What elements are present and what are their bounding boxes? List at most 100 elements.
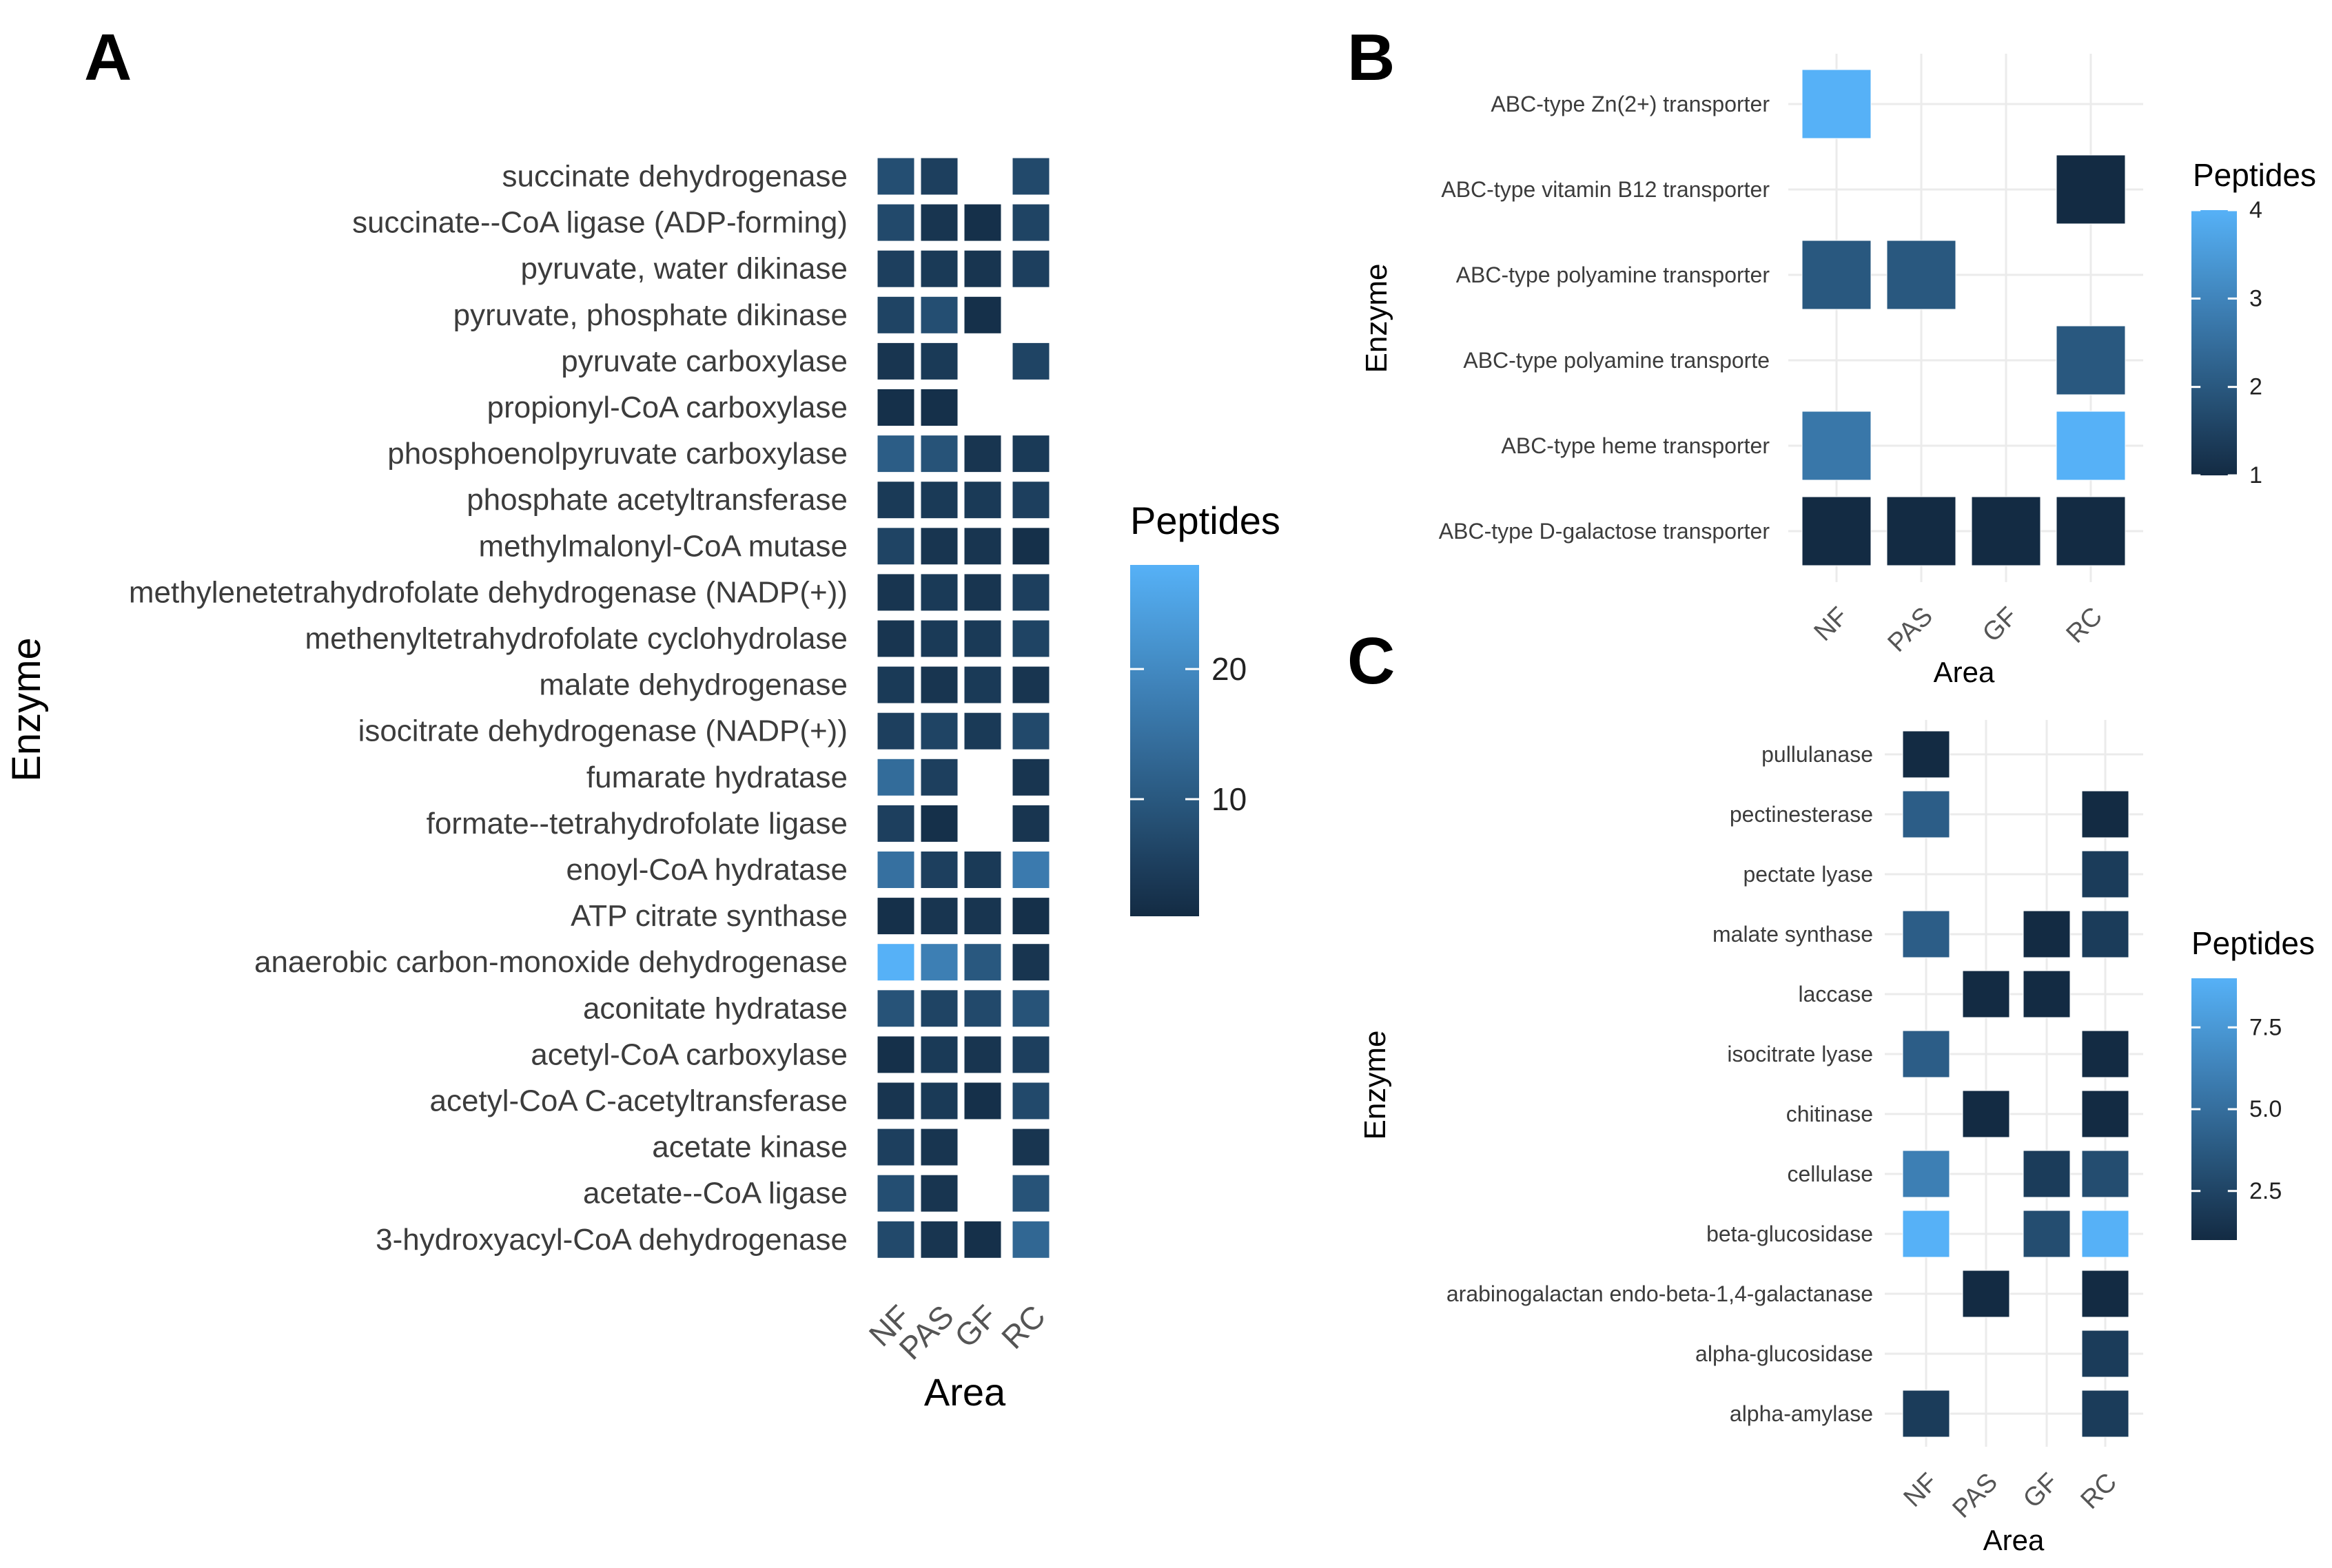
panel-a-y-axis-title: Enzyme [4,637,49,782]
panel-a-cell-succinate-dehydrogenase-nf [877,157,915,196]
panel-b-cell-abc-type-heme-transporter-rc [2056,411,2126,481]
panel-b-y-tick-label: ABC-type heme transporter [1502,433,1770,458]
panel-c-y-tick-label: pectate lyase [1743,862,1873,887]
panel-a-cell-formate-tetrahydrofolate-ligase-pas [920,804,959,843]
panel-a-cell-succinate-coa-ligase-adp-forming-gf [963,203,1002,242]
panel-a-y-tick-label: acetyl-CoA C-acetyltransferase [430,1084,848,1118]
panel-label-c: C [1347,624,1395,698]
panel-a-colorbar [1130,565,1199,916]
panel-b-cell-abc-type-d-galactose-transporter-rc [2056,496,2126,566]
panel-b-y-tick-label: ABC-type vitamin B12 transporter [1441,177,1770,202]
panel-a-cell-enoyl-coa-hydratase-nf [877,851,915,889]
panel-a-y-tick-label: isocitrate dehydrogenase (NADP(+)) [358,714,848,748]
panel-a-cell-methylmalonyl-coa-mutase-nf [877,527,915,566]
panel-c-y-axis-title: Enzyme [1358,1031,1392,1140]
panel-a-y-tick-label: fumarate hydratase [586,761,848,794]
panel-c-y-tick-label: laccase [1799,982,1874,1007]
panel-b-y-tick-label: ABC-type Zn(2+) transporter [1491,92,1770,116]
panel-a-y-tick-label: methylenetetrahydrofolate dehydrogenase … [129,575,848,609]
panel-b-y-tick-label: ABC-type polyamine transporte [1463,348,1770,373]
panel-a-cell-methenyltetrahydrofolate-cyclohydrolase-nf [877,619,915,658]
panel-c-x-tick-label: RC [2076,1467,2123,1515]
panel-a-cell-phosphate-acetyltransferase-pas [920,481,959,519]
panel-c-cell-chitinase-rc [2081,1090,2129,1138]
panel-a-cell-aconitate-hydratase-gf [963,989,1002,1028]
panel-a-x-tick-label: GF [948,1298,1004,1354]
panel-a-y-tick-label: phosphate acetyltransferase [467,483,848,517]
panel-a-cell-fumarate-hydratase-nf [877,758,915,796]
panel-a-y-tick-label: succinate--CoA ligase (ADP-forming) [352,206,848,240]
panel-a-cell-enoyl-coa-hydratase-gf [963,851,1002,889]
panel-c-legend-tick-label: 7.5 [2249,1014,2282,1040]
panel-a-y-tick-label: propionyl-CoA carboxylase [487,391,848,424]
panel-label-a: A [84,21,132,94]
panel-a-cell-3-hydroxyacyl-coa-dehydrogenase-gf [963,1220,1002,1259]
panel-b-cell-abc-type-d-galactose-transporter-pas [1886,496,1956,566]
panel-c-legend-tick-label: 2.5 [2249,1178,2282,1204]
panel-a-cell-pyruvate-water-dikinase-gf [963,249,1002,288]
panel-c-cell-beta-glucosidase-nf [1902,1210,1950,1258]
panel-b-legend-tick-label: 4 [2249,197,2262,223]
panel-a-cell-methylenetetrahydrofolate-dehydrogenase-nadp-nf [877,573,915,612]
panel-c-cell-laccase-pas [1962,970,2010,1018]
panel-a-cell-malate-dehydrogenase-gf [963,666,1002,704]
panel-c-cell-isocitrate-lyase-nf [1902,1030,1950,1078]
panel-a-y-tick-label: malate dehydrogenase [539,668,848,702]
panel-a-cell-methenyltetrahydrofolate-cyclohydrolase-pas [920,619,959,658]
panel-b-colorbar [2191,210,2237,475]
panel-c-y-tick-label: chitinase [1786,1102,1873,1126]
panel-a-legend-title: Peptides [1130,499,1280,542]
panel-a-cell-succinate-coa-ligase-adp-forming-pas [920,203,959,242]
panel-a-cell-methylmalonyl-coa-mutase-pas [920,527,959,566]
panel-c-y-tick-label: arabinogalactan endo-beta-1,4-galactanas… [1446,1281,1873,1306]
panel-a-cell-pyruvate-water-dikinase-nf [877,249,915,288]
panel-c-cell-pullulanase-nf [1902,730,1950,778]
panel-a-cell-acetyl-coa-carboxylase-rc [1012,1035,1050,1074]
panel-a-cell-acetate-kinase-pas [920,1128,959,1166]
panel-a-cell-pyruvate-phosphate-dikinase-pas [920,296,959,334]
panel-b-cell-abc-type-polyamine-transporter-pas [1886,240,1956,310]
panel-a-cell-methylenetetrahydrofolate-dehydrogenase-nadp-gf [963,573,1002,612]
panel-b-cells [1801,69,2126,566]
panel-c-cell-cellulase-nf [1902,1150,1950,1198]
panel-a-y-tick-label: pyruvate carboxylase [561,344,848,378]
panel-a-cell-anaerobic-carbon-monoxide-dehydrogenase-gf [963,943,1002,982]
panel-a-y-tick-label: aconitate hydratase [583,991,848,1025]
panel-b-x-tick-label: PAS [1883,601,1939,657]
panel-b-legend-tick-label: 3 [2249,285,2262,311]
panel-a-cell-anaerobic-carbon-monoxide-dehydrogenase-rc [1012,943,1050,982]
panel-a-cell-malate-dehydrogenase-nf [877,666,915,704]
panel-c-cell-arabinogalactan-endo-beta-1-4-galactanase-pas [1962,1270,2010,1318]
panel-a-cell-pyruvate-water-dikinase-pas [920,249,959,288]
panel-c-x-tick-label: PAS [1947,1467,2003,1523]
panel-b-cell-abc-type-heme-transporter-nf [1801,411,1872,481]
panel-a-cell-phosphoenolpyruvate-carboxylase-nf [877,435,915,473]
panel-b-y-tick-label: ABC-type polyamine transporter [1456,262,1770,287]
panel-a-y-tick-label: anaerobic carbon-monoxide dehydrogenase [254,945,848,979]
panel-b-cell-abc-type-d-galactose-transporter-nf [1801,496,1872,566]
panel-a-y-tick-label: methenyltetrahydrofolate cyclohydrolase [305,622,848,656]
panel-a-cell-acetyl-coa-carboxylase-gf [963,1035,1002,1074]
panel-a-cell-succinate-coa-ligase-adp-forming-rc [1012,203,1050,242]
panel-a-cell-malate-dehydrogenase-pas [920,666,959,704]
panel-a-y-tick-label: pyruvate, phosphate dikinase [453,298,848,332]
panel-c-legend-title: Peptides [2191,925,2315,961]
panel-a-cell-methylmalonyl-coa-mutase-gf [963,527,1002,566]
panel-c-cells [1902,730,2129,1438]
panel-a-cell-phosphate-acetyltransferase-gf [963,481,1002,519]
panel-a-y-tick-label: formate--tetrahydrofolate ligase [427,807,848,840]
panel-c-cell-beta-glucosidase-gf [2023,1210,2071,1258]
panel-a-cell-formate-tetrahydrofolate-ligase-rc [1012,804,1050,843]
panel-a-y-tick-label: 3-hydroxyacyl-CoA dehydrogenase [376,1223,848,1257]
panel-b-x-tick-label: GF [1977,601,2023,648]
panel-a-cell-pyruvate-carboxylase-nf [877,342,915,380]
panel-a-cell-anaerobic-carbon-monoxide-dehydrogenase-nf [877,943,915,982]
panel-c-y-tick-label: malate synthase [1712,922,1873,947]
panel-c-cell-malate-synthase-rc [2081,910,2129,958]
panel-c-cell-cellulase-gf [2023,1150,2071,1198]
